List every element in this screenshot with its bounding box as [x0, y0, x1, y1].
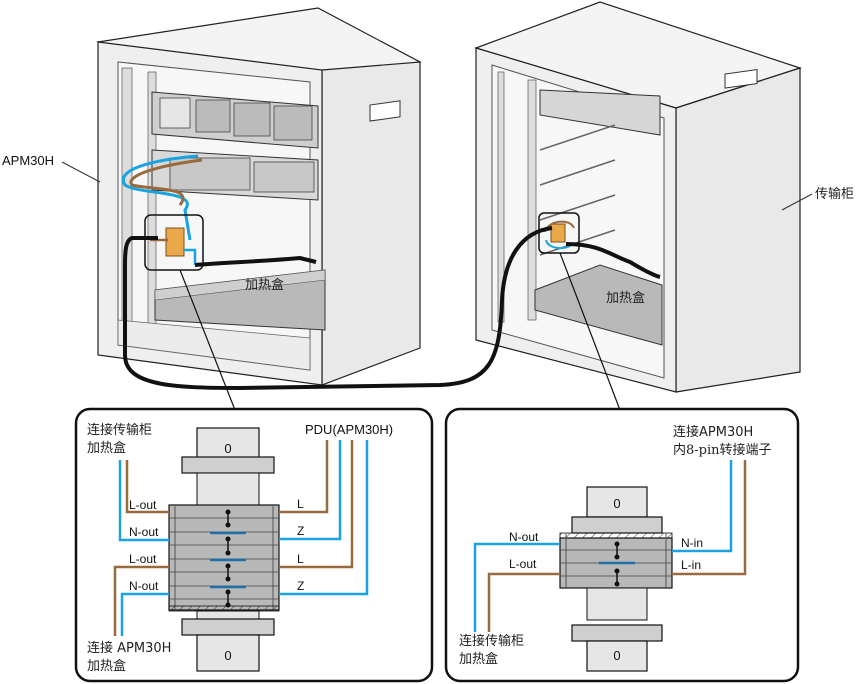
switch-top-cap: [586, 486, 648, 518]
label-connect-apm30h: 连接APM30H: [673, 424, 753, 440]
transmission-cabinet: 加热盒: [474, 1, 802, 393]
terminal-label: L-out: [129, 552, 157, 566]
terminal-label: Z: [297, 579, 304, 593]
transmission-heater-label: 加热盒: [606, 290, 645, 306]
neutral-wire: [118, 460, 169, 542]
label-connect-apm30h-heater: 连接 APM30H: [87, 640, 171, 656]
label-8pin-adapter: 内8-pin转接端子: [673, 442, 772, 458]
transmission-leader-line: [781, 193, 813, 211]
module-panel: [273, 105, 313, 141]
live-wire: [279, 440, 354, 569]
switch-top-flange: [181, 456, 275, 474]
terminal-block-icon: [550, 223, 566, 243]
shelf: [539, 194, 616, 221]
apm30h-terminal-highlight: [144, 214, 204, 271]
terminal-label: N-out: [509, 530, 539, 544]
apm30h-label: APM30H: [2, 153, 54, 168]
switch-bottom-flange: [181, 618, 275, 636]
pdu-breakers: [169, 157, 251, 191]
side-handle: [724, 69, 758, 89]
terminal-label: N-out: [129, 579, 159, 593]
neutral-wire: [279, 440, 369, 596]
pdu-terminals: [253, 161, 315, 193]
terminal-label: N-out: [129, 525, 159, 539]
terminal-block-body: [168, 504, 280, 611]
label-heater-box: 加热盒: [87, 658, 126, 674]
neutral-wire: [279, 440, 342, 541]
live-wire: [129, 158, 203, 206]
switch-bottom-flange: [571, 624, 663, 642]
apm30h-heater-label: 加热盒: [245, 277, 284, 293]
internal-jumpers: [599, 541, 635, 587]
label-heater-box: 加热盒: [87, 440, 126, 456]
terminal-label: N-in: [681, 536, 703, 550]
module-panel: [159, 97, 191, 129]
neutral-wire: [473, 542, 560, 632]
detail-left-panel: 连接传输柜 加热盒 PDU(APM30H) 连接 APM30H 加热盒 0: [74, 407, 434, 683]
switch-shaft: [196, 472, 260, 506]
switch-bottom-cap: [196, 634, 260, 672]
switch-top-mark: 0: [224, 441, 231, 456]
neutral-wire: [672, 460, 733, 553]
live-wire: [279, 440, 329, 514]
transmission-equipment: [539, 89, 661, 136]
switch-bottom-cap: [586, 640, 648, 672]
label-connect-transmission-heater: 连接传输柜: [459, 633, 524, 649]
transmission-cabinet-label: 传输柜: [815, 186, 854, 202]
switch-shaft: [586, 587, 648, 621]
apm30h-leader-line: [61, 161, 101, 183]
live-wire: [125, 460, 169, 514]
label-connect-transmission-heater: 连接传输柜: [87, 422, 152, 438]
apm30h-cabinet: 加热盒: [96, 7, 422, 386]
detail-left-leader: [179, 269, 236, 411]
internal-jumpers: [210, 509, 246, 608]
terminal-block-icon: [165, 227, 185, 257]
heater-box-top: [154, 269, 326, 301]
hatch-strip: [559, 532, 673, 539]
apm30h-heater-cable: [194, 255, 317, 267]
transmission-heater-cable: [565, 242, 661, 279]
terminal-label: L-in: [681, 558, 701, 572]
live-wire: [672, 460, 747, 576]
shelf: [539, 159, 616, 186]
inter-cabinet-cable: [123, 226, 553, 391]
cabinet-side: [675, 67, 801, 393]
label-heater-box: 加热盒: [459, 651, 498, 667]
switch-top-mark: 0: [613, 496, 620, 511]
hatch-strip: [168, 605, 280, 612]
label-pdu-apm30h: PDU(APM30H): [305, 422, 393, 437]
rail: [527, 79, 537, 321]
switch-bottom-mark: 0: [224, 648, 231, 663]
terminal-label: L: [297, 552, 304, 566]
terminal-label: L: [297, 497, 304, 511]
live-wire: [487, 572, 560, 632]
terminal-label: L-out: [129, 498, 157, 512]
side-handle: [369, 100, 401, 122]
shelf: [539, 124, 616, 151]
detail-right-leader: [559, 252, 621, 411]
module-panel: [195, 99, 231, 133]
cabinet-floor: [117, 319, 311, 371]
module-panel: [233, 102, 271, 137]
switch-bottom-mark: 0: [613, 648, 620, 663]
neutral-wire: [120, 592, 169, 636]
terminal-label: L-out: [509, 557, 537, 571]
transmission-heater-box: [534, 264, 663, 346]
neutral-wire: [184, 248, 197, 265]
switch-top-flange: [571, 516, 663, 534]
terminal-label: Z: [297, 524, 304, 538]
live-wire: [113, 565, 169, 636]
detail-right-panel: 连接APM30H 内8-pin转接端子 连接传输柜 加热盒 0 0 N-ou: [444, 407, 800, 683]
neutral-wire: [121, 154, 199, 241]
